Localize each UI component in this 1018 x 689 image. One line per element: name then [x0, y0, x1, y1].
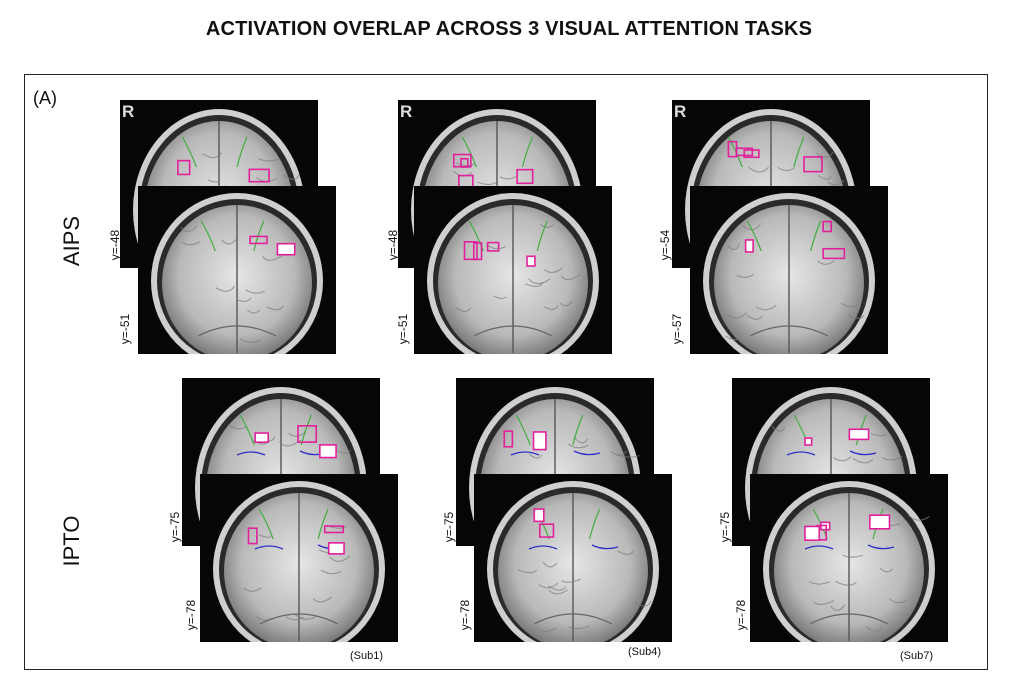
slice-coordinate-label: y=-75: [718, 511, 732, 543]
slice-coordinate-label: y=-78: [458, 599, 472, 631]
figure-frame: [24, 74, 988, 670]
slice-coordinate-label: y=-48: [386, 229, 400, 261]
slice-coordinate-label: y=-51: [118, 313, 132, 345]
subject-label: (Sub7): [900, 650, 934, 662]
slice-coordinate-label: y=-48: [108, 229, 122, 261]
slice-coordinate-label: y=-54: [658, 229, 672, 261]
figure-title: ACTIVATION OVERLAP ACROSS 3 VISUAL ATTEN…: [205, 18, 813, 40]
slice-coordinate-label: y=-75: [168, 511, 182, 543]
slice-coordinate-label: y=-51: [396, 313, 410, 345]
row-label-aips: AIPS: [59, 215, 84, 267]
mri-image: [763, 481, 935, 642]
mri-image: [487, 481, 659, 642]
mri-slice-aips-1-front: [138, 186, 336, 354]
panel-label: (A): [33, 88, 57, 108]
mri-slice-aips-3-front: [690, 186, 888, 354]
slice-coordinate-label: y=-78: [734, 599, 748, 631]
mri-slice-aips-2-front: [414, 186, 612, 354]
orientation-mark: R: [674, 102, 687, 121]
mri-image: [427, 193, 599, 354]
slice-coordinate-label: y=-57: [670, 313, 684, 345]
slice-coordinate-label: y=-75: [442, 511, 456, 543]
mri-slice-ipto-3-front: [750, 474, 948, 642]
orientation-mark: R: [122, 102, 135, 121]
mri-slice-ipto-1-front: [200, 474, 398, 642]
mri-image: [213, 481, 385, 642]
mri-image: [151, 193, 323, 354]
subject-label: (Sub4): [628, 646, 662, 658]
row-label-ipto: IPTO: [59, 515, 84, 567]
mri-image: [703, 193, 875, 354]
subject-label: (Sub1): [350, 650, 384, 662]
orientation-mark: R: [400, 102, 413, 121]
slice-coordinate-label: y=-78: [184, 599, 198, 631]
mri-slice-ipto-2-front: [474, 474, 672, 642]
